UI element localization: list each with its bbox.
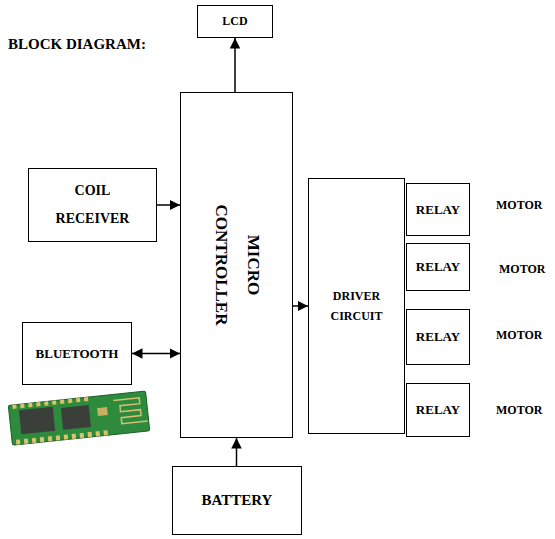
signal-arrow <box>132 353 180 355</box>
block-label: MICRO CONTROLLER <box>205 180 269 350</box>
block-box: LCD <box>197 5 273 38</box>
antenna-trace <box>113 397 147 424</box>
block-box: RELAY <box>406 183 470 236</box>
block-box: BATTERY <box>172 466 302 535</box>
signal-arrow <box>234 38 236 92</box>
edge-pads <box>12 395 108 444</box>
chip <box>61 405 91 430</box>
block-box: RELAY <box>406 309 470 365</box>
block-label: RELAY <box>416 329 460 345</box>
bluetooth-module-illustration <box>8 391 149 445</box>
block-box: RELAY <box>406 383 470 437</box>
signal-arrow <box>157 204 180 206</box>
block-label: COIL RECEIVER <box>43 177 143 233</box>
signal-arrow <box>293 305 308 307</box>
crystal <box>97 407 108 416</box>
motor-label: MOTOR <box>496 403 542 418</box>
block-box: COIL RECEIVER <box>28 168 157 242</box>
motor-label: MOTOR <box>499 262 545 277</box>
block-label: BATTERY <box>202 491 273 510</box>
block-box: BLUETOOTH <box>22 322 132 385</box>
block-box: MICRO CONTROLLER <box>180 92 293 438</box>
block-label: BLUETOOTH <box>36 346 119 362</box>
block-box: RELAY <box>406 243 470 291</box>
diagram-title: BLOCK DIAGRAM: <box>8 36 146 53</box>
motor-label: MOTOR <box>496 328 542 343</box>
block-label: DRIVER CIRCUIT <box>309 286 404 326</box>
pcb-board <box>8 391 149 445</box>
block-label: RELAY <box>416 259 460 275</box>
motor-label: MOTOR <box>496 198 542 213</box>
block-box: DRIVER CIRCUIT <box>308 178 405 434</box>
block-label: RELAY <box>416 402 460 418</box>
block-label: RELAY <box>416 202 460 218</box>
chip <box>19 407 55 434</box>
signal-arrow <box>236 438 238 466</box>
block-label: LCD <box>222 14 247 29</box>
